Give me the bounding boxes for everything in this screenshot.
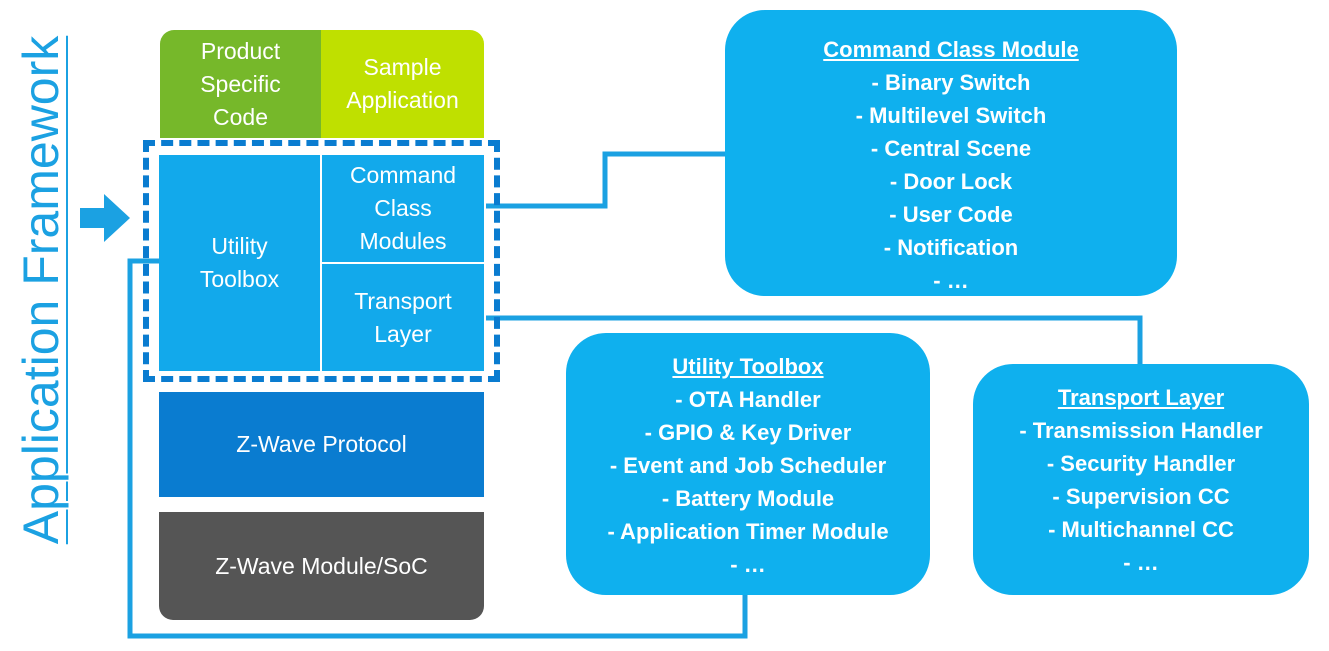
list-item: - OTA Handler <box>675 387 821 412</box>
transport-layer-block: Transport Layer <box>322 264 484 371</box>
zwave-module-soc-block: Z-Wave Module/SoC <box>159 512 484 620</box>
zwave-protocol-block: Z-Wave Protocol <box>159 392 484 497</box>
list-item: - Event and Job Scheduler <box>609 453 887 478</box>
utility-toolbox-list: - OTA Handler - GPIO & Key Driver - Even… <box>566 383 930 581</box>
connector-command-class <box>486 151 728 209</box>
connector-utility <box>127 258 748 639</box>
sample-application-block: Sample Application <box>321 30 484 138</box>
transport-layer-callout: Transport Layer - Transmission Handler -… <box>973 364 1309 595</box>
product-specific-code-block: Product Specific Code <box>160 30 321 138</box>
command-class-module-title: Command Class Module <box>823 37 1079 62</box>
list-item: - User Code <box>889 202 1013 227</box>
list-item: - Multilevel Switch <box>855 103 1047 128</box>
list-item: - Door Lock <box>889 169 1013 194</box>
list-item: - GPIO & Key Driver <box>644 420 852 445</box>
list-item: - Notification <box>883 235 1019 260</box>
command-class-module-list: - Binary Switch - Multilevel Switch - Ce… <box>725 66 1177 297</box>
utility-toolbox-block: Utility Toolbox <box>159 155 320 371</box>
list-item: - … <box>730 552 766 577</box>
list-item: - Central Scene <box>870 136 1032 161</box>
list-item: - Transmission Handler <box>1019 418 1263 443</box>
utility-toolbox-callout: Utility Toolbox - OTA Handler - GPIO & K… <box>566 333 930 595</box>
utility-toolbox-title: Utility Toolbox <box>672 354 824 379</box>
transport-layer-list: - Transmission Handler - Security Handle… <box>973 414 1309 579</box>
list-item: - Binary Switch <box>871 70 1031 95</box>
arrow-right-icon <box>80 194 130 242</box>
transport-layer-title: Transport Layer <box>1057 385 1225 410</box>
list-item: - … <box>1123 550 1159 575</box>
command-class-modules-block: Command Class Modules <box>322 155 484 262</box>
list-item: - … <box>933 268 969 293</box>
list-item: - Application Timer Module <box>607 519 889 544</box>
list-item: - Multichannel CC <box>1048 517 1234 542</box>
application-framework-frame <box>143 140 500 382</box>
command-class-module-callout: Command Class Module - Binary Switch - M… <box>725 10 1177 296</box>
list-item: - Supervision CC <box>1052 484 1230 509</box>
connector-transport <box>486 315 1143 366</box>
list-item: - Security Handler <box>1046 451 1236 476</box>
list-item: - Battery Module <box>661 486 835 511</box>
